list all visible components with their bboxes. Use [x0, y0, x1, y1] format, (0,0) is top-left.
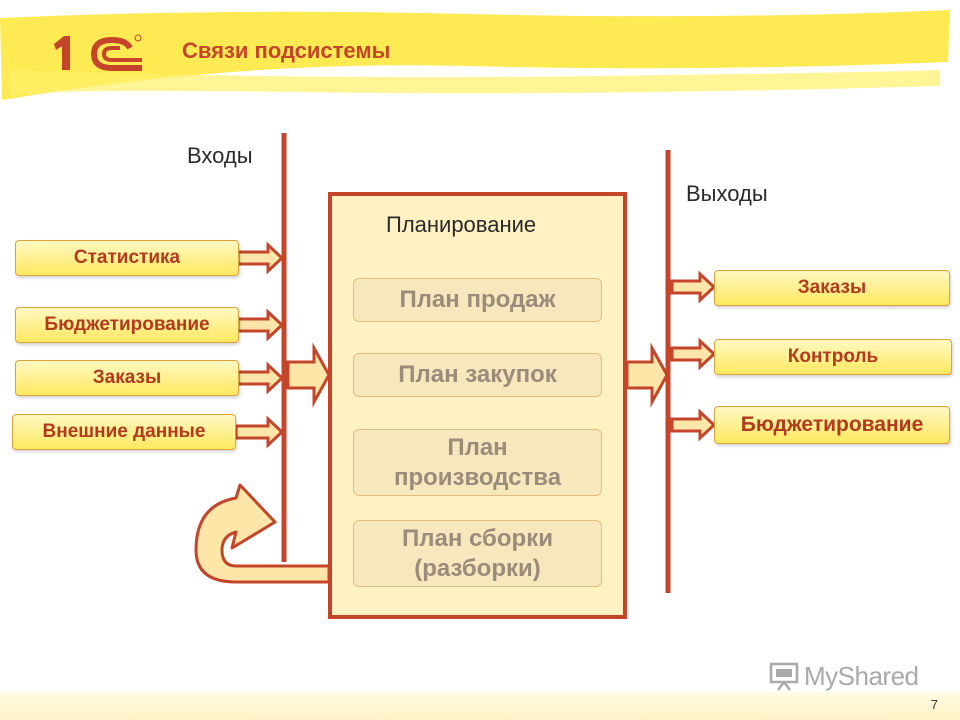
watermark-text: MyShared — [804, 660, 919, 691]
watermark: MyShared — [768, 660, 919, 692]
input-statistics: Статистика — [15, 240, 239, 276]
feedback-loop-arrow — [194, 483, 331, 584]
arrow-external — [234, 415, 285, 449]
inputs-label: Входы — [187, 143, 253, 168]
1c-logo-icon — [54, 34, 142, 71]
output-orders: Заказы — [714, 270, 950, 306]
title-highlight — [0, 10, 950, 100]
output-arrows — [670, 270, 717, 442]
outputs-label: Выходы — [686, 181, 768, 206]
planning-label: Планирование — [386, 212, 537, 237]
arrow-statistics — [236, 241, 285, 275]
arrow-into-planning — [286, 342, 331, 408]
input-arrows — [234, 241, 285, 449]
input-budgeting: Бюджетирование — [15, 307, 239, 343]
output-budgeting: Бюджетирование — [714, 406, 950, 444]
title-highlight-texture — [9, 70, 940, 98]
page-title: Связи подсистемы — [182, 38, 391, 63]
plan-purchases: План закупок — [353, 353, 602, 397]
arrow-orders-in — [236, 361, 285, 395]
plan-production: План производства — [353, 429, 602, 496]
presentation-icon — [769, 662, 799, 691]
footer-band — [0, 692, 960, 720]
arrow-orders-out — [670, 270, 717, 304]
page-number: 7 — [930, 697, 938, 712]
input-external-data: Внешние данные — [12, 414, 236, 450]
arrow-budgeting-out — [670, 408, 717, 442]
output-control: Контроль — [714, 339, 952, 375]
plan-sales: План продаж — [353, 278, 602, 322]
plan-assembly: План сборки (разборки) — [353, 520, 602, 587]
arrow-budgeting-in — [236, 308, 285, 342]
arrow-out-of-planning — [625, 342, 669, 408]
input-orders: Заказы — [15, 360, 239, 396]
arrow-control — [670, 337, 717, 371]
